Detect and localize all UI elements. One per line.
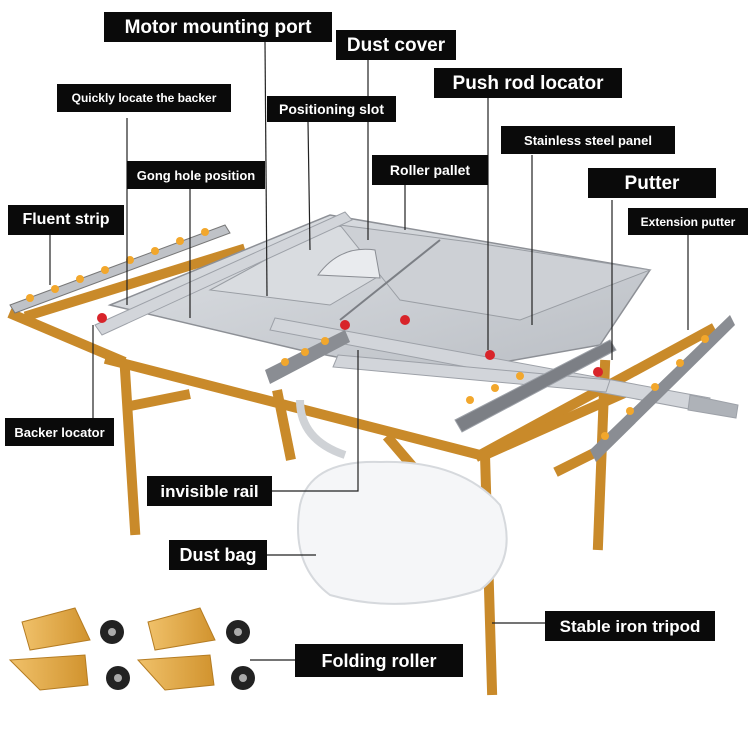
folding-rollers	[8, 607, 255, 691]
label-extension-putter: Extension putter	[628, 208, 748, 235]
label-invisible-rail: invisible rail	[147, 476, 272, 506]
label-push-rod-locator: Push rod locator	[434, 68, 622, 98]
locator-knobs	[97, 313, 603, 377]
label-fluent-strip: Fluent strip	[8, 205, 124, 235]
label-dust-cover: Dust cover	[336, 30, 456, 60]
label-stainless-steel-panel: Stainless steel panel	[501, 126, 675, 154]
roller-beads	[26, 228, 709, 440]
dust-bag	[297, 460, 508, 605]
label-roller-pallet: Roller pallet	[372, 155, 488, 185]
label-stable-iron-tripod: Stable iron tripod	[545, 611, 715, 641]
leader-lines	[49, 41, 689, 661]
label-putter: Putter	[588, 168, 716, 198]
label-motor-mounting-port: Motor mounting port	[104, 12, 332, 42]
label-backer-locator: Backer locator	[5, 418, 114, 446]
putter-rails	[94, 211, 739, 433]
label-gong-hole-position: Gong hole position	[127, 161, 265, 189]
label-positioning-slot: Positioning slot	[267, 96, 396, 122]
table-top	[107, 214, 652, 376]
label-folding-roller: Folding roller	[295, 644, 463, 677]
label-quickly-locate-the-backer: Quickly locate the backer	[57, 84, 231, 112]
label-dust-bag: Dust bag	[169, 540, 267, 570]
dust-hose	[296, 399, 347, 459]
